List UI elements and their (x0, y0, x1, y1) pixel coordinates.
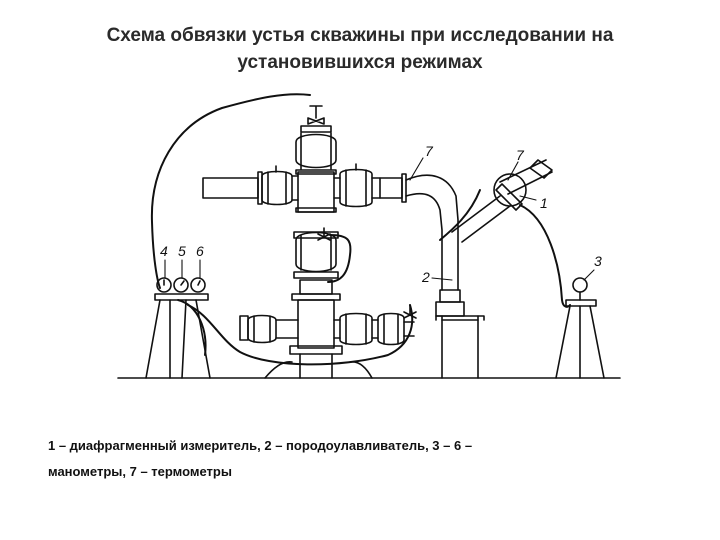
label-7-pipe: 7 (425, 143, 434, 159)
caption-line-1: 1 – диафрагменный измеритель, 2 – породо… (48, 438, 473, 453)
title-line-2: установившихся режимах (237, 52, 483, 73)
manometer-stand-3 (555, 277, 605, 379)
label-5: 5 (178, 243, 186, 259)
label-1: 1 (540, 195, 548, 211)
side-valve (317, 227, 331, 241)
lower-wing-lines (239, 304, 417, 346)
legend-caption: 1 – диафрагменный измеритель, 2 – породо… (48, 433, 608, 485)
label-2: 2 (421, 269, 430, 285)
manometer-stand-4-5-6 (145, 277, 211, 379)
caption-line-2: манометры, 7 – термометры (48, 464, 232, 479)
diaphragm-meter-branch (451, 159, 553, 243)
upper-wing-lines (202, 163, 407, 208)
leader-lines (164, 157, 595, 281)
slide-title: Схема обвязки устья скважины при исследо… (40, 22, 680, 76)
christmas-tree (289, 105, 343, 379)
label-3: 3 (594, 253, 602, 269)
label-4: 4 (160, 243, 168, 259)
labels: 7 7 1 2 3 4 5 6 (160, 143, 602, 285)
label-6: 6 (196, 243, 204, 259)
separator-pipe (405, 174, 485, 379)
signal-lines (150, 93, 571, 366)
ground-line (117, 361, 621, 379)
label-7-meter: 7 (516, 147, 525, 163)
title-line-1: Схема обвязки устья скважины при исследо… (106, 25, 614, 46)
